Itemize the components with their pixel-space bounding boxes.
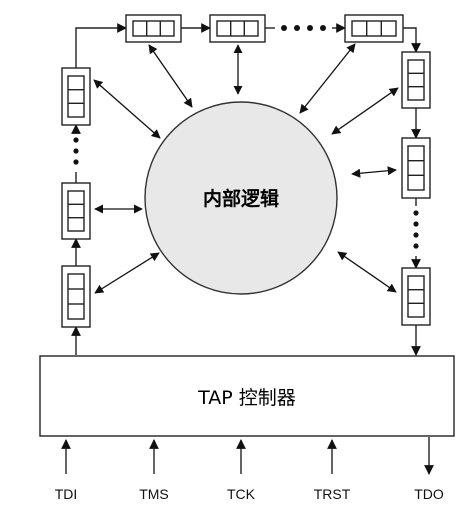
cell-core-arrows xyxy=(93,43,399,294)
boundary-cell-left-2 xyxy=(61,182,91,240)
boundary-cell-top-2 xyxy=(209,14,266,43)
pin-tck: TCK xyxy=(227,439,256,502)
pin-tdo: TDO xyxy=(414,437,444,502)
core-logic-circle xyxy=(144,101,338,295)
boundary-cell-right-2 xyxy=(401,137,431,199)
tap-controller: TAP 控制器 xyxy=(39,355,455,437)
pin-trst: TRST xyxy=(314,439,351,502)
boundary-cell-top-1 xyxy=(125,14,182,43)
tap-controller-box xyxy=(39,355,455,437)
jtag-pins: TDI TMS TCK TRST TDO xyxy=(55,437,444,502)
pin-tdi: TDI xyxy=(55,439,78,502)
pin-label-tdi: TDI xyxy=(55,486,78,502)
tap-controller-label: TAP 控制器 xyxy=(197,387,296,409)
boundary-cell-top-3 xyxy=(344,14,404,43)
core-logic-label: 内部逻辑 xyxy=(203,187,279,210)
pin-label-tms: TMS xyxy=(139,486,169,502)
core-logic: 内部逻辑 xyxy=(144,101,338,295)
chain-ellipsis-dots xyxy=(73,25,419,249)
pin-label-trst: TRST xyxy=(314,486,351,502)
pin-tms: TMS xyxy=(139,439,169,502)
boundary-cell-right-1 xyxy=(401,51,431,109)
boundary-cell-left-3 xyxy=(61,265,91,328)
boundary-cell-left-1 xyxy=(61,67,91,126)
scan-chain-wires xyxy=(71,23,421,356)
pin-label-tdo: TDO xyxy=(414,486,444,502)
pin-label-tck: TCK xyxy=(227,486,256,502)
boundary-cell-right-3 xyxy=(401,267,431,326)
